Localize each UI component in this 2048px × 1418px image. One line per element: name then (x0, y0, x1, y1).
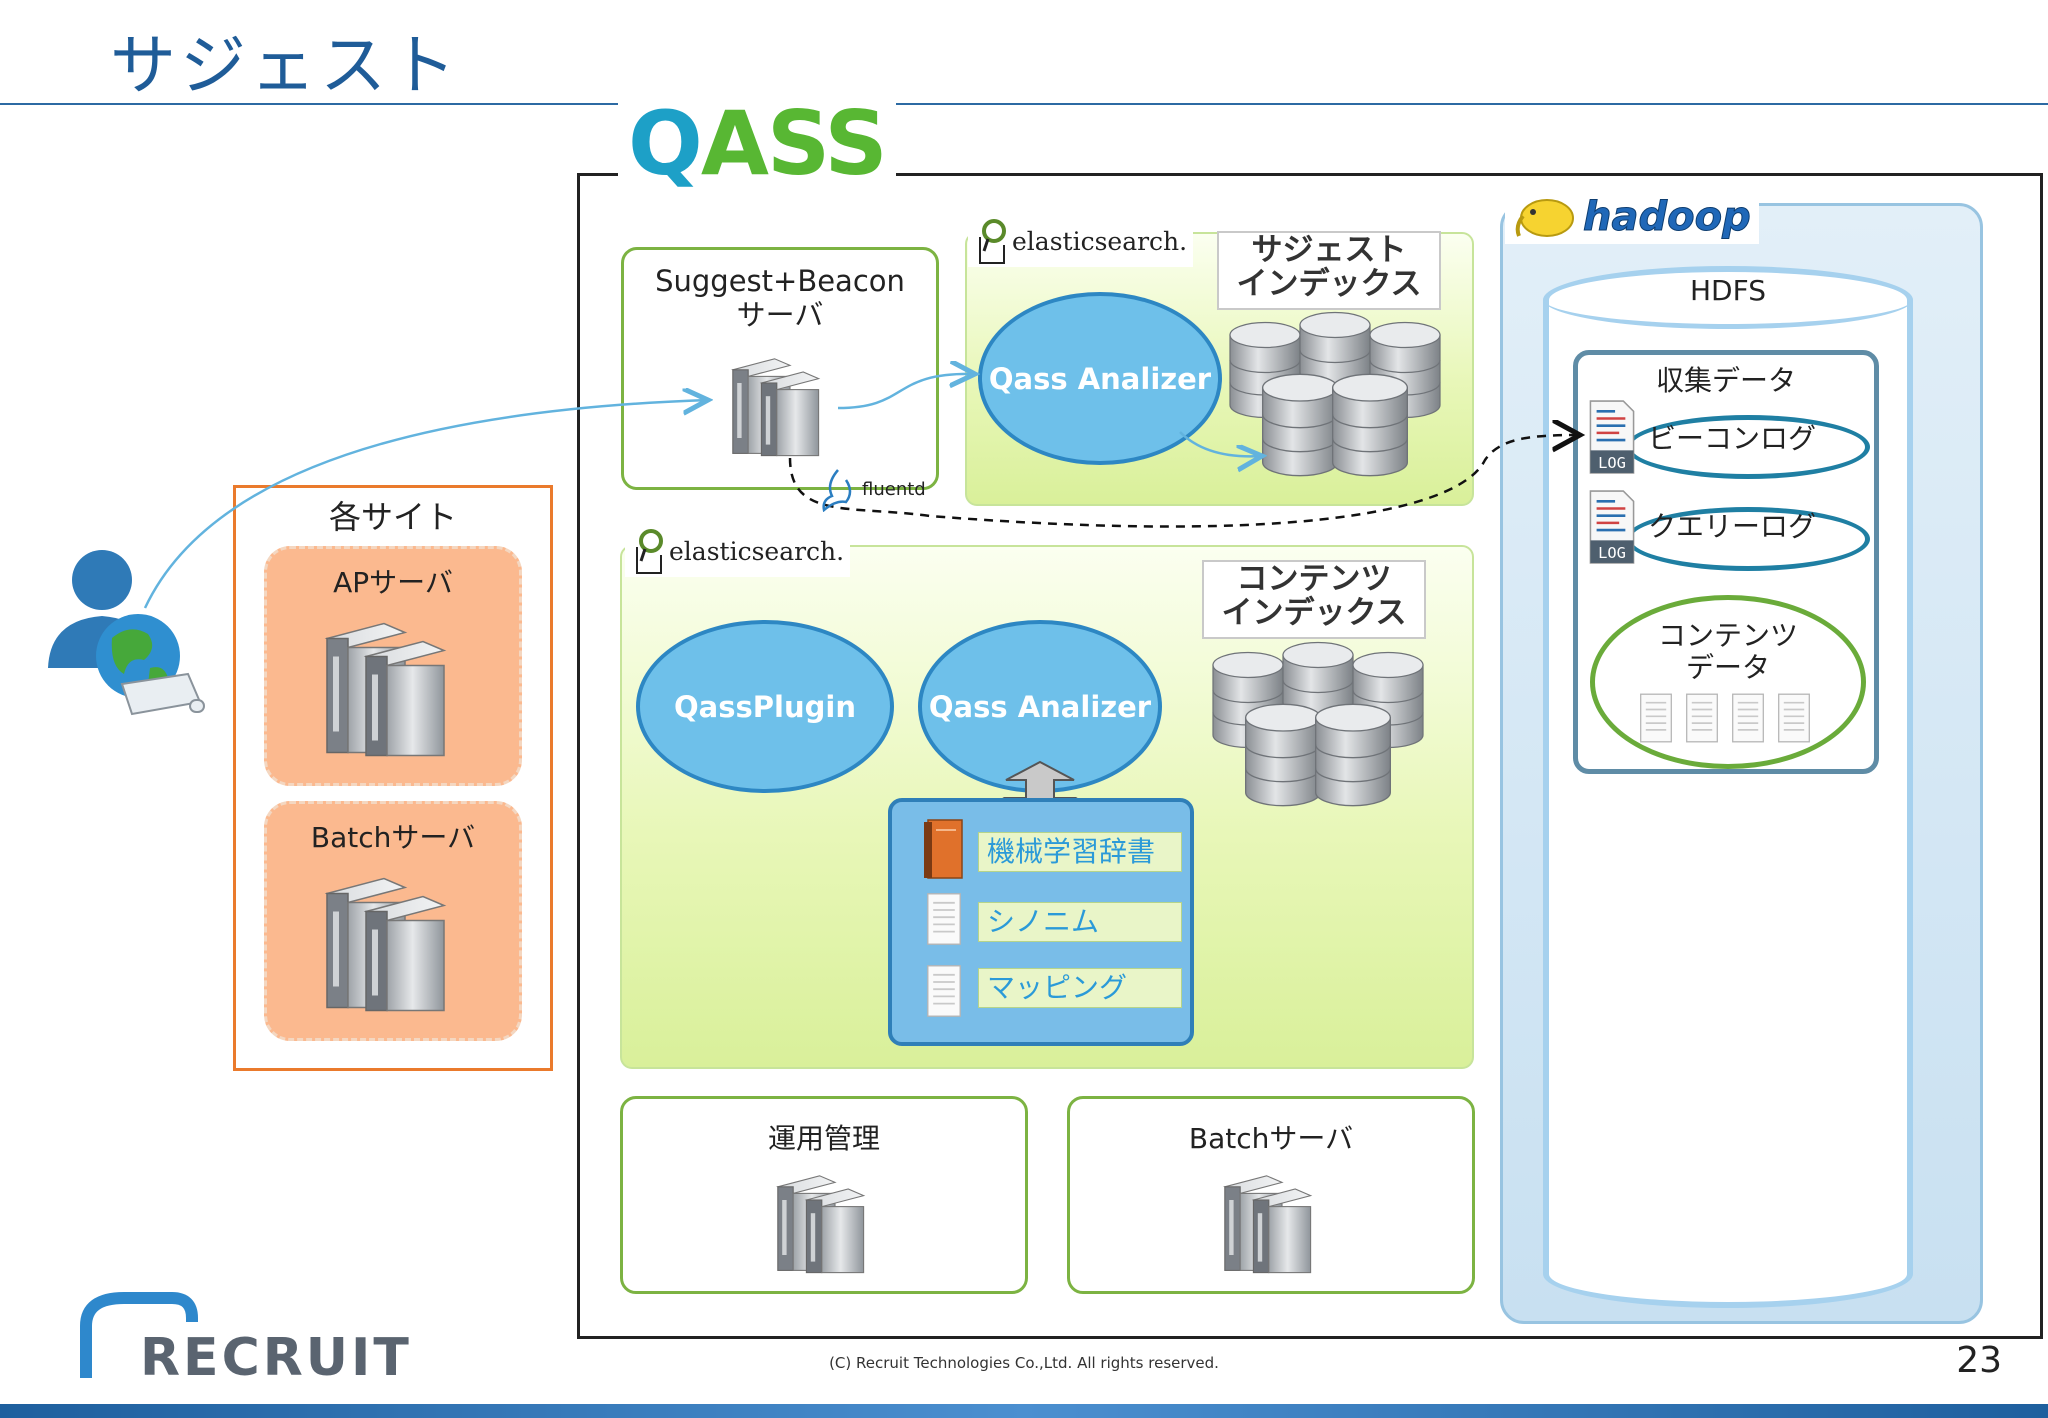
collected-data-box: 収集データ ビーコンログ クエリーログ コンテンツ データ (1573, 350, 1879, 774)
content-data-label: コンテンツ データ (1595, 620, 1861, 684)
es-logo-top: elasticsearch. (968, 215, 1194, 267)
content-index-label: コンテンツ インデックス (1202, 560, 1426, 639)
content-index-line1: コンテンツ (1236, 561, 1392, 597)
fluentd-logo: fluentd (818, 466, 926, 512)
suggest-beacon-label-line1: Suggest+Beacon (655, 264, 905, 298)
es-magnifier-icon (636, 529, 663, 574)
user-globe-icon (48, 550, 205, 716)
sites-label: 各サイト (328, 498, 457, 536)
qass-logo-q: Q (628, 92, 703, 195)
content-index-line2: インデックス (1221, 595, 1407, 631)
content-data-line2: データ (1685, 651, 1770, 684)
hdfs-top-rim (1543, 262, 1913, 329)
ap-server-panel: APサーバ (264, 546, 522, 786)
suggest-beacon-label: Suggest+Beacon サーバ (624, 264, 936, 332)
ops-management-label: 運用管理 (767, 1122, 880, 1155)
fluentd-label: fluentd (862, 478, 926, 500)
page-number: 23 (1956, 1340, 2002, 1381)
fluentd-to-beacon-log-arrow (788, 435, 1580, 528)
recruit-logo-text: RECRUIT (140, 1328, 412, 1388)
batch-server-box: Batchサーバ (1067, 1096, 1475, 1294)
hadoop-logo-text: hadoop (1583, 194, 1752, 241)
copyright-notice: (C) Recruit Technologies Co.,Ltd. All ri… (829, 1354, 1219, 1372)
qass-logo-ass: ASS (700, 92, 888, 195)
site-batch-server-label: Batchサーバ (310, 821, 476, 854)
es-magnifier-icon (979, 219, 1006, 264)
batch-server-label: Batchサーバ (1188, 1122, 1354, 1155)
ap-server-label: APサーバ (333, 566, 453, 599)
suggest-index-label: サジェスト インデックス (1217, 231, 1441, 310)
fluentd-bird-icon (822, 469, 852, 512)
suggest-to-analyzer-arrow (837, 374, 975, 410)
suggest-index-line2: インデックス (1236, 266, 1422, 302)
qass-logo: QASS (618, 100, 896, 188)
sites-box: 各サイト APサーバ Batchサーバ (233, 485, 553, 1071)
suggest-beacon-label-line2: サーバ (736, 298, 824, 332)
user-to-suggest-arrow (143, 400, 708, 609)
hadoop-elephant-icon (1515, 199, 1574, 237)
suggest-index-line1: サジェスト (1251, 232, 1407, 268)
hadoop-logo: hadoop (1505, 190, 1759, 244)
collected-data-label: 収集データ (1655, 364, 1796, 397)
beacon-log-label: ビーコンログ (1648, 422, 1817, 455)
es-logo-bottom-text: elasticsearch. (669, 536, 845, 566)
site-batch-server-panel: Batchサーバ (264, 801, 522, 1041)
dictionary-item: マッピング (978, 968, 1182, 1008)
suggest-beacon-server-box: Suggest+Beacon サーバ (621, 247, 939, 490)
hdfs-label: HDFS (1689, 274, 1766, 307)
analyzer-to-index-arrow (1179, 431, 1262, 456)
footer-bar (0, 1404, 2048, 1418)
query-log-label: クエリーログ (1648, 510, 1817, 543)
title-divider (0, 103, 2048, 105)
book-icon (924, 819, 963, 879)
qass-analizer-top: Qass Analizer (978, 292, 1222, 465)
es-logo-top-text: elasticsearch. (1012, 226, 1188, 256)
recruit-logo-mark-icon (80, 1292, 198, 1378)
slide-title: サジェスト (110, 27, 460, 104)
content-data-line1: コンテンツ (1657, 619, 1798, 652)
es-logo-bottom: elasticsearch. (625, 525, 851, 577)
dictionary-item: シノニム (978, 902, 1182, 942)
ops-management-box: 運用管理 (620, 1096, 1028, 1294)
dictionary-item: 機械学習辞書 (978, 832, 1182, 872)
qass-plugin: QassPlugin (636, 620, 894, 793)
content-data-ellipse: コンテンツ データ (1590, 595, 1866, 769)
